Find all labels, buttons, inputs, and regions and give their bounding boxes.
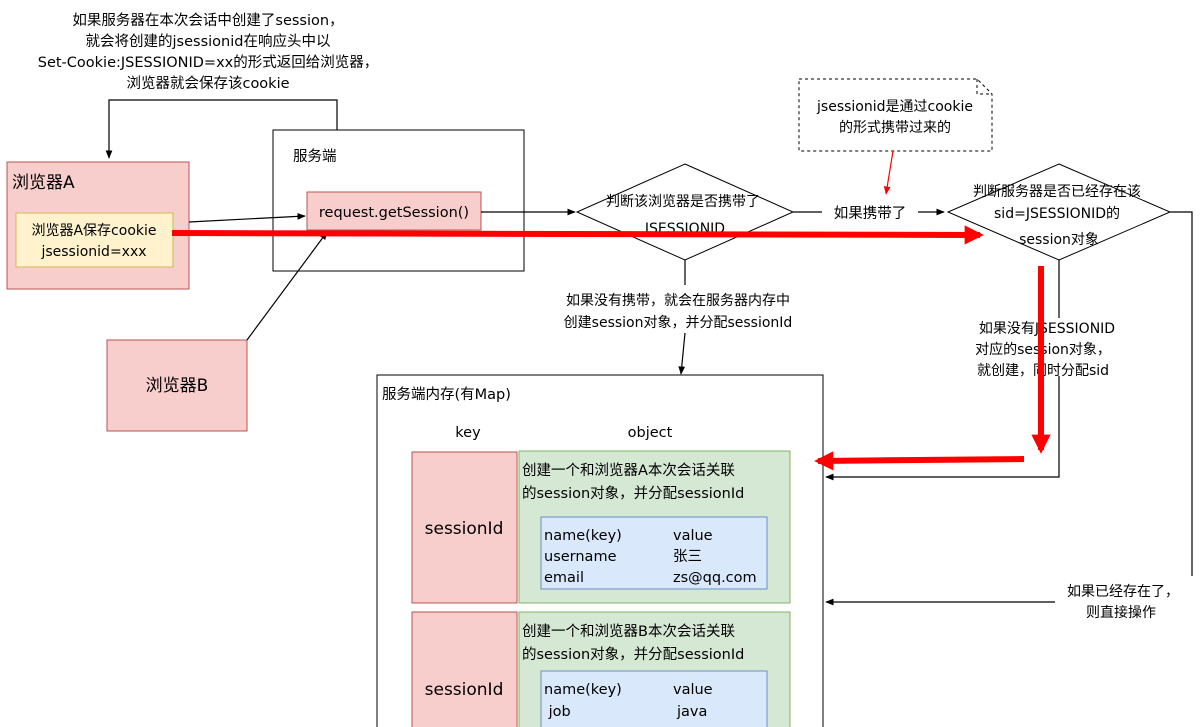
memory-title: 服务端内存(有Map) — [382, 386, 511, 403]
entry-a-desc-2: 的session对象，并分配sessionId — [522, 485, 744, 502]
exists-line-1: 如果已经存在了， — [1067, 584, 1179, 600]
entry-a-row-1-value: 张三 — [673, 548, 702, 565]
note-red-arrow — [883, 150, 894, 195]
no-session-line-1: 如果没有JSESSIONID — [979, 321, 1115, 337]
entry-b-row-1-value: java — [676, 704, 707, 720]
browser-b-box: 浏览器B — [106, 339, 248, 432]
entry-a-row-0-name: name(key) — [544, 528, 622, 544]
cookie-box — [15, 212, 174, 268]
entry-b-key: sessionId — [425, 680, 504, 700]
decision-session-exists: 判断服务器是否已经存在该 sid=JSESSIONID的 session对象 — [946, 163, 1172, 261]
top-note-line-2: 就会将创建的jsessionid在响应头中以 — [86, 32, 331, 50]
browser-a-box: 浏览器A 浏览器A保存cookie jsessionid=xxx — [6, 161, 190, 290]
entry-b-desc-2: 的session对象，并分配sessionId — [522, 646, 744, 663]
server-memory-box: 服务端内存(有Map) key object sessionId 创建一个和浏览… — [376, 374, 824, 727]
decision2-line-2: sid=JSESSIONID的 — [994, 206, 1120, 222]
entry-a-desc-1: 创建一个和浏览器A本次会话关联 — [522, 462, 735, 479]
entry-b-row-0-value: value — [673, 682, 713, 698]
object-header: object — [628, 425, 673, 441]
entry-a-row-1-name: username — [544, 549, 617, 565]
get-session-box — [306, 191, 482, 231]
entry-a-attributes — [540, 516, 768, 590]
browser-a-title: 浏览器A — [12, 173, 75, 193]
entry-b-row-1-name: job — [544, 704, 571, 720]
red-flow-arrow-horizontal — [171, 225, 984, 245]
not-carried-line-2: 创建session对象，并分配sessionId — [564, 315, 793, 331]
server-box: 服务端 request.getSession() — [272, 129, 525, 272]
get-session-label: request.getSession() — [319, 205, 469, 221]
entry-a-row-0-value: value — [673, 528, 713, 544]
decision2-line-1: 判断服务器是否已经存在该 — [973, 184, 1141, 200]
decision-carried-jsessionid: 判断该浏览器是否携带了 JSESSIONID — [575, 163, 795, 261]
decision1-line-1: 判断该浏览器是否携带了 — [606, 194, 760, 210]
entry-b-row-0-name: name(key) — [544, 682, 622, 698]
entry-b-key-cell — [411, 611, 518, 727]
top-note: 如果服务器在本次会话中创建了session， 就会将创建的jsessionid在… — [38, 12, 378, 92]
entry-b-desc-1: 创建一个和浏览器B本次会话关联 — [522, 623, 735, 640]
entry-a-key-cell — [411, 451, 518, 604]
top-note-line-4: 浏览器就会保存该cookie — [126, 75, 289, 92]
browser-b-request-arrow — [246, 231, 328, 341]
not-carried-arrow — [678, 332, 686, 375]
cookie-note-line-2: 的形式携带过来的 — [839, 120, 951, 136]
entry-a-row-2-value: zs@qq.com — [673, 570, 757, 586]
entry-b-attributes — [540, 670, 768, 727]
top-note-line-3: Set-Cookie:JSESSIONID=xx的形式返回给浏览器， — [38, 54, 378, 71]
key-header: key — [455, 425, 481, 441]
carried-label: 如果携带了 — [834, 205, 907, 222]
cookie-line-2: jsessionid=xxx — [40, 244, 146, 260]
browser-a-request-arrow — [188, 213, 306, 223]
session-exists-connector — [825, 211, 1193, 606]
browser-b-title: 浏览器B — [146, 376, 209, 396]
entry-a-row-2-name: email — [544, 570, 584, 586]
server-title: 服务端 — [293, 148, 337, 165]
memory-entry-a: sessionId 创建一个和浏览器A本次会话关联 的session对象，并分配… — [411, 450, 791, 604]
memory-entry-b: sessionId 创建一个和浏览器B本次会话关联 的session对象，并分配… — [411, 611, 791, 727]
cookie-line-1: 浏览器A保存cookie — [31, 223, 156, 239]
response-connector — [105, 99, 338, 159]
entry-a-key: sessionId — [425, 519, 504, 539]
not-carried-line-1: 如果没有携带，就会在服务器内存中 — [566, 293, 790, 309]
decision2-line-3: session对象 — [1019, 232, 1099, 248]
cookie-note: jsessionid是通过cookie 的形式携带过来的 — [798, 78, 993, 152]
top-note-line-1: 如果服务器在本次会话中创建了session， — [72, 12, 343, 29]
cookie-note-line-1: jsessionid是通过cookie — [816, 99, 973, 115]
red-flow-arrow-left — [814, 451, 1025, 471]
exists-line-2: 则直接操作 — [1086, 604, 1156, 621]
